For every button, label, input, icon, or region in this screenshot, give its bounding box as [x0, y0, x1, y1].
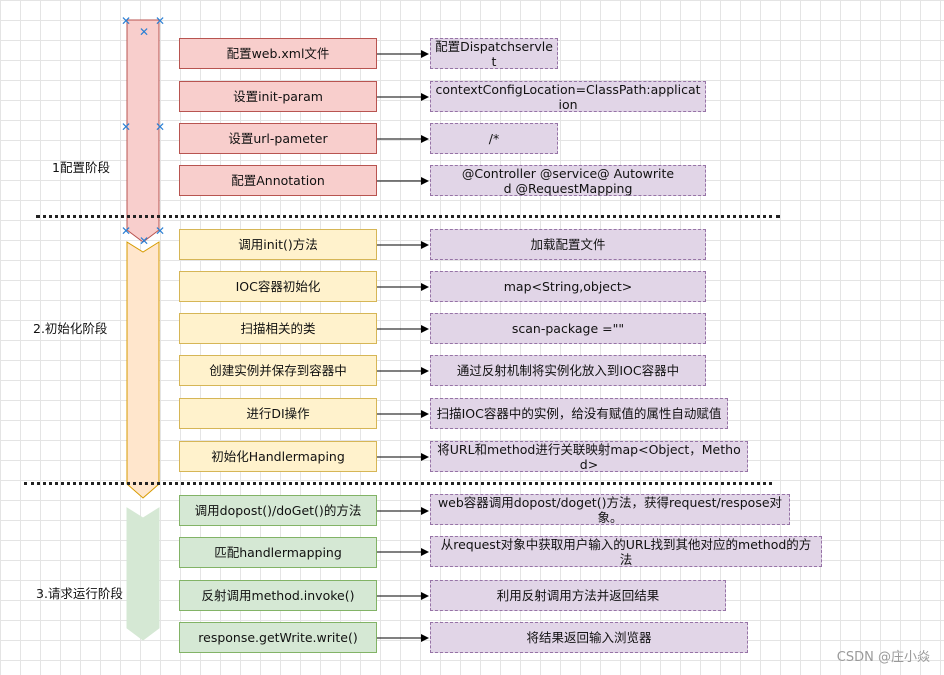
- step-box[interactable]: 匹配handlermapping: [179, 537, 377, 568]
- selection-handle-icon: ✕: [155, 120, 166, 134]
- step-box[interactable]: 进行DI操作: [179, 398, 377, 429]
- detail-box[interactable]: /*: [430, 123, 558, 154]
- detail-box[interactable]: 将结果返回输入浏览器: [430, 622, 748, 653]
- watermark: CSDN @庄小焱: [836, 650, 930, 665]
- stage-1-arrow: [126, 19, 160, 243]
- detail-box[interactable]: @Controller @service@ Autowrited @Reques…: [430, 165, 706, 196]
- selection-handle-icon: ✕: [121, 14, 132, 28]
- stage-2-label: 2.初始化阶段: [33, 321, 108, 336]
- selection-handle-icon: ✕: [121, 224, 132, 238]
- selection-handle-icon: ✕: [155, 14, 166, 28]
- step-box[interactable]: 调用init()方法: [179, 229, 377, 260]
- selection-handle-icon: ✕: [155, 224, 166, 238]
- step-box[interactable]: 创建实例并保存到容器中: [179, 355, 377, 386]
- step-box[interactable]: 扫描相关的类: [179, 313, 377, 344]
- stage-divider: [24, 482, 772, 485]
- detail-box[interactable]: 加载配置文件: [430, 229, 706, 260]
- detail-box[interactable]: 通过反射机制将实例化放入到IOC容器中: [430, 355, 706, 386]
- stage-3-arrow: [126, 507, 160, 641]
- selection-handle-icon: ✕: [121, 120, 132, 134]
- stage-3-label: 3.请求运行阶段: [36, 586, 123, 601]
- step-box[interactable]: 配置web.xml文件: [179, 38, 377, 69]
- step-box[interactable]: 设置init-param: [179, 81, 377, 112]
- step-box[interactable]: 调用dopost()/doGet()的方法: [179, 495, 377, 526]
- selection-handle-icon: ✕: [139, 234, 150, 248]
- detail-box[interactable]: scan-package ="": [430, 313, 706, 344]
- step-box[interactable]: response.getWrite.write(): [179, 622, 377, 653]
- detail-box[interactable]: 将URL和method进行关联映射map<Object，Method>: [430, 441, 748, 472]
- detail-box[interactable]: map<String,object>: [430, 271, 706, 302]
- detail-box[interactable]: contextConfigLocation=ClassPath:applicat…: [430, 81, 706, 112]
- detail-box[interactable]: 从request对象中获取用户输入的URL找到其他对应的method的方法: [430, 536, 822, 567]
- step-box[interactable]: 设置url-pameter: [179, 123, 377, 154]
- stage-divider: [36, 215, 780, 218]
- detail-box[interactable]: 配置Dispatchservlet: [430, 38, 558, 69]
- detail-box[interactable]: web容器调用dopost/doget()方法，获得request/respos…: [430, 494, 790, 525]
- step-box[interactable]: 配置Annotation: [179, 165, 377, 196]
- step-box[interactable]: 反射调用method.invoke(): [179, 580, 377, 611]
- step-box[interactable]: 初始化Handlermaping: [179, 441, 377, 472]
- step-box[interactable]: IOC容器初始化: [179, 271, 377, 302]
- stage-1-label: 1配置阶段: [52, 160, 110, 175]
- detail-box[interactable]: 扫描IOC容器中的实例，给没有赋值的属性自动赋值: [430, 398, 728, 429]
- selection-handle-icon: ✕: [139, 25, 150, 39]
- detail-box[interactable]: 利用反射调用方法并返回结果: [430, 580, 726, 611]
